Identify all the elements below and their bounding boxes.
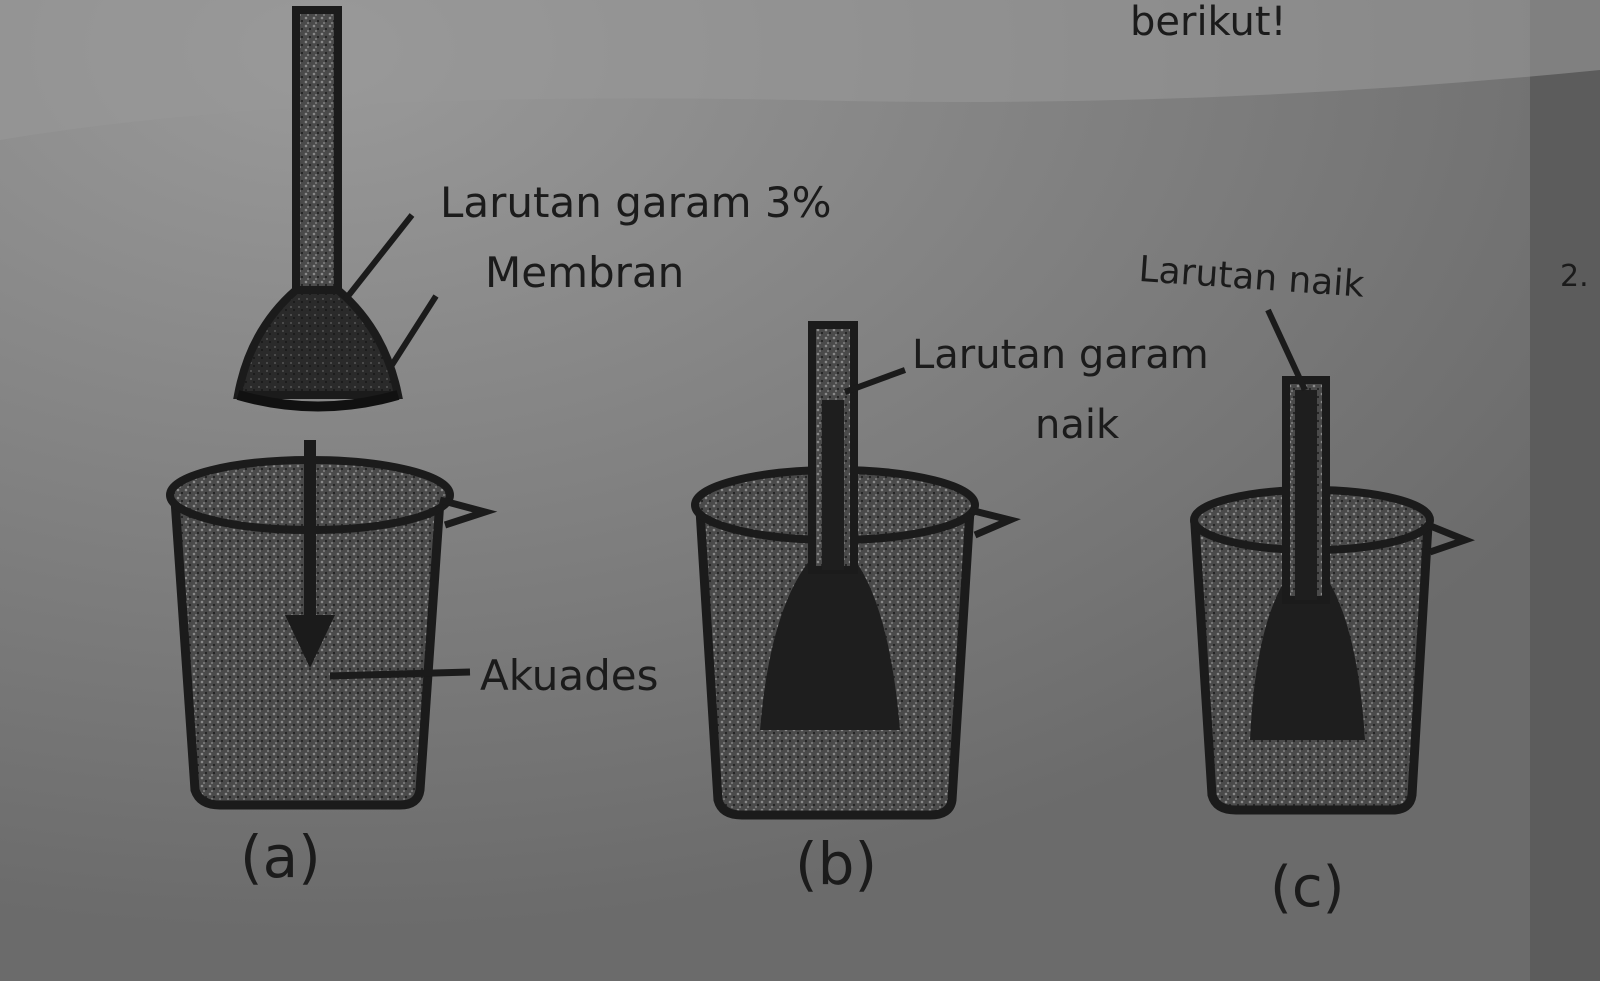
leader-solution-rises: [1265, 308, 1308, 392]
label-membrane: Membran: [485, 248, 685, 297]
funnel-a-tube: [292, 6, 342, 304]
label-salt-solution: Larutan garam 3%: [440, 178, 832, 227]
caption-c: (c): [1270, 855, 1345, 920]
page-edge-shadow: [1530, 0, 1600, 981]
leader-distilled-water: [329, 668, 471, 680]
label-salt-rises-line2: naik: [1035, 402, 1120, 448]
beaker-b-funnel-bulb: [760, 560, 900, 730]
label-salt-rises-line1: Larutan garam: [912, 332, 1209, 378]
arrow-a-head: [285, 615, 335, 668]
caption-a: (a): [240, 823, 321, 891]
top-paper-fold: [0, 0, 1600, 140]
beaker-b-spout: [969, 506, 1021, 539]
beaker-b: [691, 321, 1021, 820]
beaker-c-spout: [1426, 521, 1475, 556]
page-top-text: berikut!: [1130, 0, 1287, 45]
leader-membrane: [387, 294, 439, 370]
beaker-b-tube-fluid: [822, 400, 844, 570]
funnel-a-membrane: [236, 390, 400, 412]
leader-salt-solution: [342, 213, 415, 302]
page-number: 2.: [1560, 259, 1589, 294]
label-distilled-water: Akuades: [480, 651, 659, 700]
thistle-funnel-a: [233, 6, 403, 412]
beaker-a-spout: [439, 496, 498, 529]
beaker-c-funnel-bulb: [1250, 580, 1365, 740]
caption-b: (b): [795, 830, 878, 898]
beaker-c: [1190, 376, 1475, 815]
beaker-c-tube-fluid: [1295, 390, 1317, 600]
leader-salt-rises: [843, 367, 907, 395]
